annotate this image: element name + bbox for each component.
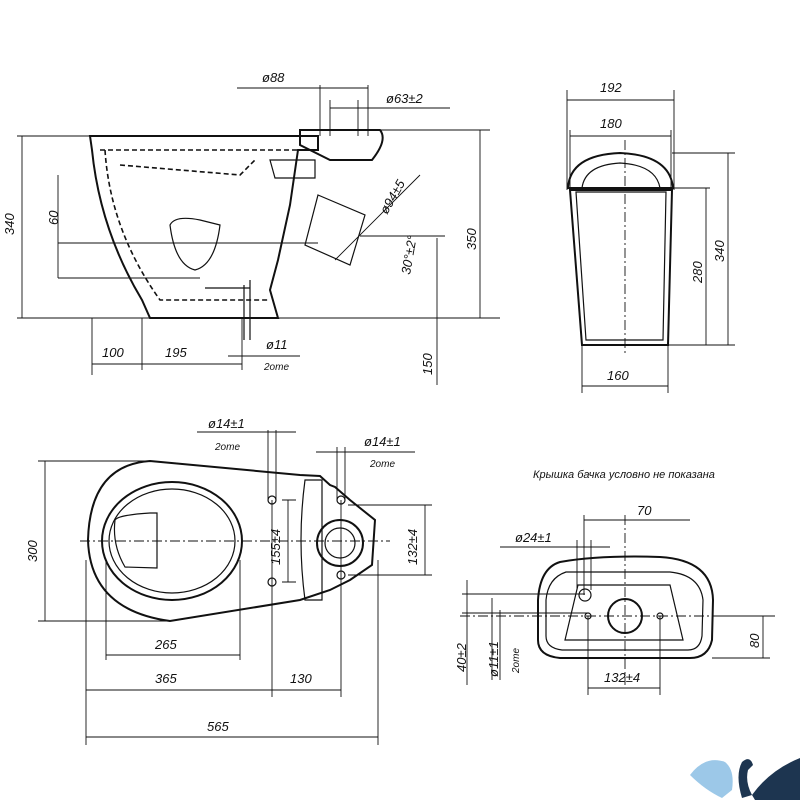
dim-height-150: 150 <box>420 353 435 375</box>
tank-lid-note: Крышка бачка условно не показана <box>533 469 715 481</box>
dim-tank-width-160: 160 <box>607 368 629 383</box>
dim-width-100: 100 <box>102 345 124 360</box>
dim-hole-d11: ø11 <box>266 337 287 352</box>
dim-offset-70: 70 <box>637 503 652 518</box>
dim-spacing-132: 132±4 <box>604 670 640 685</box>
dim-outlet-d94: ø94±5 <box>377 176 409 216</box>
dim-tank-height-340: 340 <box>712 240 727 262</box>
dim-depth-80: 80 <box>747 633 762 648</box>
dim-height-350: 350 <box>464 228 479 250</box>
dim-hole-d14-a: ø14±1 <box>208 416 245 431</box>
dim-total-565: 565 <box>207 719 229 734</box>
dim-length-130: 130 <box>290 671 312 686</box>
dim-hole-count: 2оте <box>263 362 289 373</box>
dim-height-340: 340 <box>2 213 17 235</box>
dim-hole-d14-b-count: 2оте <box>369 459 395 470</box>
dim-width-195: 195 <box>165 345 187 360</box>
dim-height-60: 60 <box>46 210 61 225</box>
dim-inlet-d88: ø88 <box>262 70 285 85</box>
dim-hole-d11-count: 2оте <box>511 648 522 674</box>
dim-bowl-265: 265 <box>154 637 177 652</box>
dim-outlet-angle: 30°±2° <box>398 234 420 275</box>
dim-tank-height-280: 280 <box>690 261 705 284</box>
dim-spacing-132: 132±4 <box>405 529 420 565</box>
toilet-side-view: 340 60 350 150 100 195 ø11 2оте ø88 ø63±… <box>2 70 500 385</box>
dim-tank-width-192: 192 <box>600 80 622 95</box>
tank-side-view: 192 180 280 340 160 <box>566 80 735 393</box>
dim-hole-d14-b: ø14±1 <box>364 434 401 449</box>
swans-logo-icon <box>690 758 800 800</box>
dim-hole-d14-a-count: 2оте <box>214 442 240 453</box>
dim-tank-width-180: 180 <box>600 116 622 131</box>
dim-spacing-155: 155±4 <box>268 529 283 565</box>
dim-hole-d11: ø11±1 <box>486 641 501 677</box>
dim-hole-d24: ø24±1 <box>515 530 552 545</box>
dim-inlet-d63: ø63±2 <box>386 91 424 106</box>
tank-top-view: Крышка бачка условно не показана 70 ø24±… <box>454 469 775 695</box>
dim-length-365: 365 <box>155 671 177 686</box>
dim-depth-300: 300 <box>25 540 40 562</box>
toilet-top-view: 300 265 365 130 565 155±4 132±4 ø14±1 2о… <box>25 416 432 745</box>
dim-offset-40: 40±2 <box>454 642 469 672</box>
